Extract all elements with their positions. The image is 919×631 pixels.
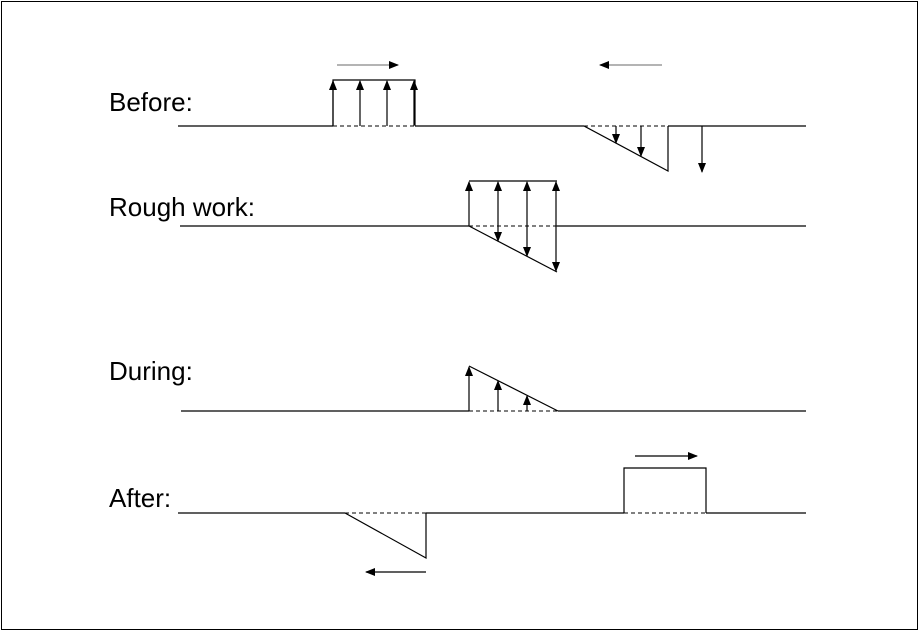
before-square-pulse [332, 79, 416, 126]
during-triangle-slope [468, 365, 559, 412]
after-row [178, 452, 806, 576]
before-triangle-pulse [583, 125, 669, 173]
label-after: After: [109, 483, 172, 513]
after-triangle-pulse [344, 512, 427, 560]
rough-work-row [180, 180, 806, 273]
during-row [181, 365, 806, 412]
after-square-pulse [623, 467, 707, 513]
rough-triangle-slope [468, 225, 558, 273]
label-during: During: [109, 356, 193, 386]
label-before: Before: [109, 87, 193, 117]
before-row [178, 61, 806, 173]
label-rough-work: Rough work: [109, 192, 255, 222]
